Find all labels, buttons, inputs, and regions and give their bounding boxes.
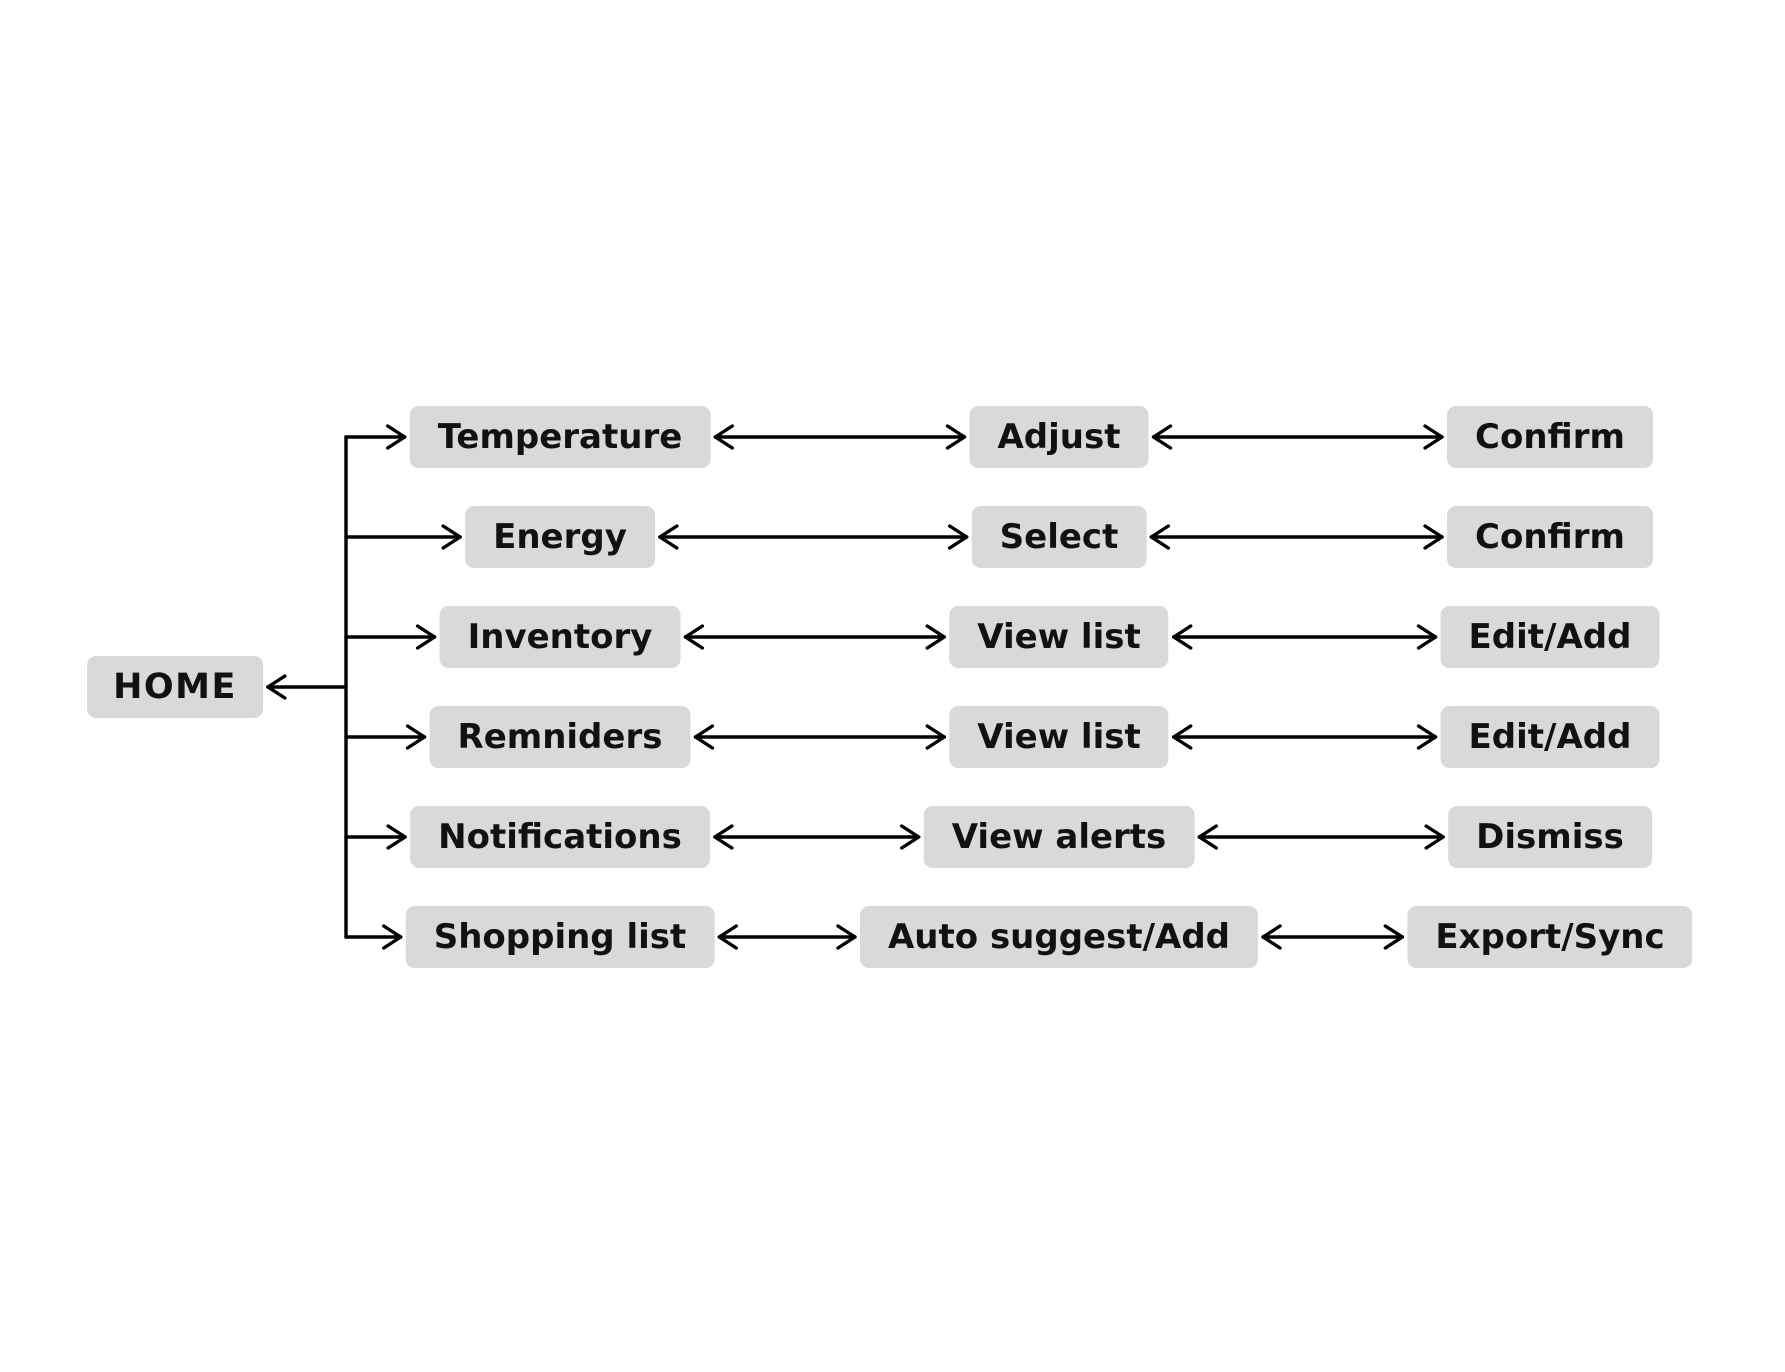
node-inventory: Inventory (439, 606, 681, 668)
node-remniders: Remniders (429, 706, 691, 768)
node-edit-add-remniders: Edit/Add (1440, 706, 1660, 768)
node-adjust: Adjust (969, 406, 1149, 468)
node-export-sync: Export/Sync (1407, 906, 1693, 968)
node-view-list-inventory: View list (949, 606, 1169, 668)
node-temperature: Temperature (409, 406, 711, 468)
node-view-alerts: View alerts (923, 806, 1195, 868)
node-confirm-temperature: Confirm (1447, 406, 1653, 468)
node-confirm-energy: Confirm (1447, 506, 1653, 568)
node-auto-suggest-add: Auto suggest/Add (859, 906, 1259, 968)
node-edit-add-inventory: Edit/Add (1440, 606, 1660, 668)
node-dismiss: Dismiss (1448, 806, 1652, 868)
node-notifications: Notifications (410, 806, 710, 868)
node-home: HOME (87, 656, 263, 718)
node-energy: Energy (465, 506, 655, 568)
node-select: Select (971, 506, 1147, 568)
node-shopping-list: Shopping list (405, 906, 715, 968)
node-view-list-remniders: View list (949, 706, 1169, 768)
